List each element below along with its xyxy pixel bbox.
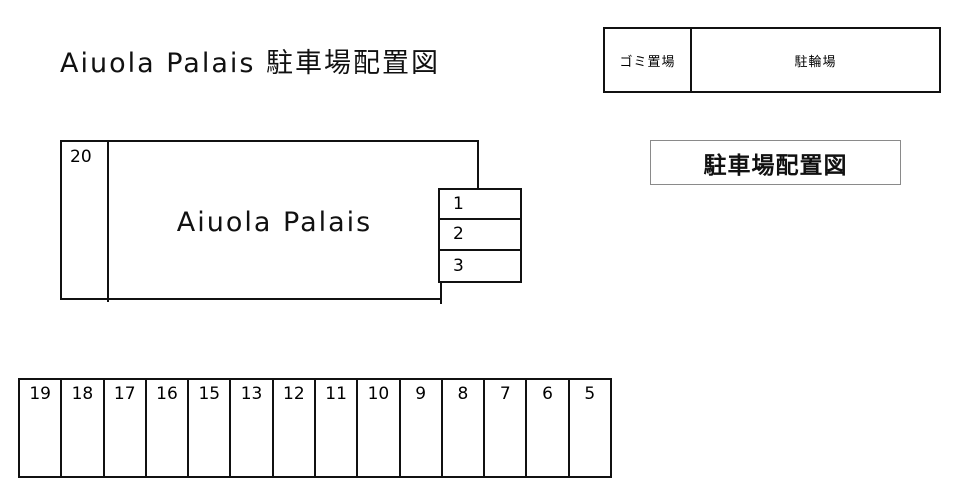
parking-stall-17: 17 — [105, 380, 147, 476]
parking-stall-1: 1 — [440, 190, 520, 221]
building-name-label: Aiuola Palais — [176, 206, 373, 238]
parking-stall-11-number: 11 — [325, 384, 347, 404]
parking-stall-13-number: 13 — [240, 384, 263, 404]
parking-stall-15: 15 — [189, 380, 232, 476]
facility-box: ゴミ置場 駐輪場 — [603, 27, 941, 93]
building-outline: 20 Aiuola Palais — [60, 140, 484, 304]
parking-stall-15-number: 15 — [198, 384, 221, 404]
garbage-area-cell: ゴミ置場 — [605, 29, 692, 91]
bicycle-parking-label: 駐輪場 — [794, 54, 837, 70]
parking-stall-9: 9 — [401, 380, 443, 476]
parking-stall-10-number: 10 — [367, 384, 390, 404]
parking-stall-6: 6 — [527, 380, 570, 476]
parking-stall-20: 20 — [62, 142, 109, 302]
parking-stall-2-number: 2 — [453, 224, 464, 245]
parking-stall-7: 7 — [485, 380, 528, 476]
parking-stall-6-number: 6 — [542, 384, 553, 404]
right-parking-stall-group: 1 2 3 — [438, 188, 522, 283]
parking-stall-16-number: 16 — [156, 384, 178, 404]
bicycle-parking-cell: 駐輪場 — [692, 29, 939, 91]
parking-stall-12-number: 12 — [283, 384, 305, 404]
parking-stall-2: 2 — [440, 220, 520, 251]
bottom-parking-row: 19 18 17 16 15 13 12 11 10 9 8 7 6 5 — [18, 378, 612, 478]
parking-stall-12: 12 — [274, 380, 316, 476]
parking-stall-1-number: 1 — [453, 194, 464, 215]
parking-stall-11: 11 — [316, 380, 359, 476]
building-area: 20 Aiuola Palais 1 2 3 — [60, 140, 525, 305]
parking-stall-20-number: 20 — [70, 147, 92, 167]
parking-stall-18-number: 18 — [71, 384, 94, 404]
parking-stall-3: 3 — [440, 251, 520, 281]
legend-label: 駐車場配置図 — [703, 152, 848, 179]
parking-stall-5: 5 — [570, 380, 610, 476]
parking-stall-8: 8 — [443, 380, 486, 476]
legend-box: 駐車場配置図 — [650, 140, 901, 185]
parking-stall-18: 18 — [62, 380, 105, 476]
parking-stall-5-number: 5 — [584, 384, 596, 404]
page-title: Aiuola Palais 駐車場配置図 — [60, 48, 441, 79]
building-name-area: Aiuola Palais — [109, 142, 440, 302]
parking-stall-17-number: 17 — [113, 384, 136, 404]
parking-stall-10: 10 — [358, 380, 401, 476]
parking-stall-3-number: 3 — [453, 255, 464, 276]
parking-stall-13: 13 — [231, 380, 274, 476]
parking-stall-7-number: 7 — [499, 384, 511, 404]
parking-stall-8-number: 8 — [457, 384, 469, 404]
parking-stall-16: 16 — [147, 380, 190, 476]
parking-stall-19-number: 19 — [29, 384, 51, 404]
garbage-area-label: ゴミ置場 — [619, 54, 676, 70]
parking-stall-19: 19 — [20, 380, 63, 476]
parking-stall-9-number: 9 — [415, 384, 427, 404]
